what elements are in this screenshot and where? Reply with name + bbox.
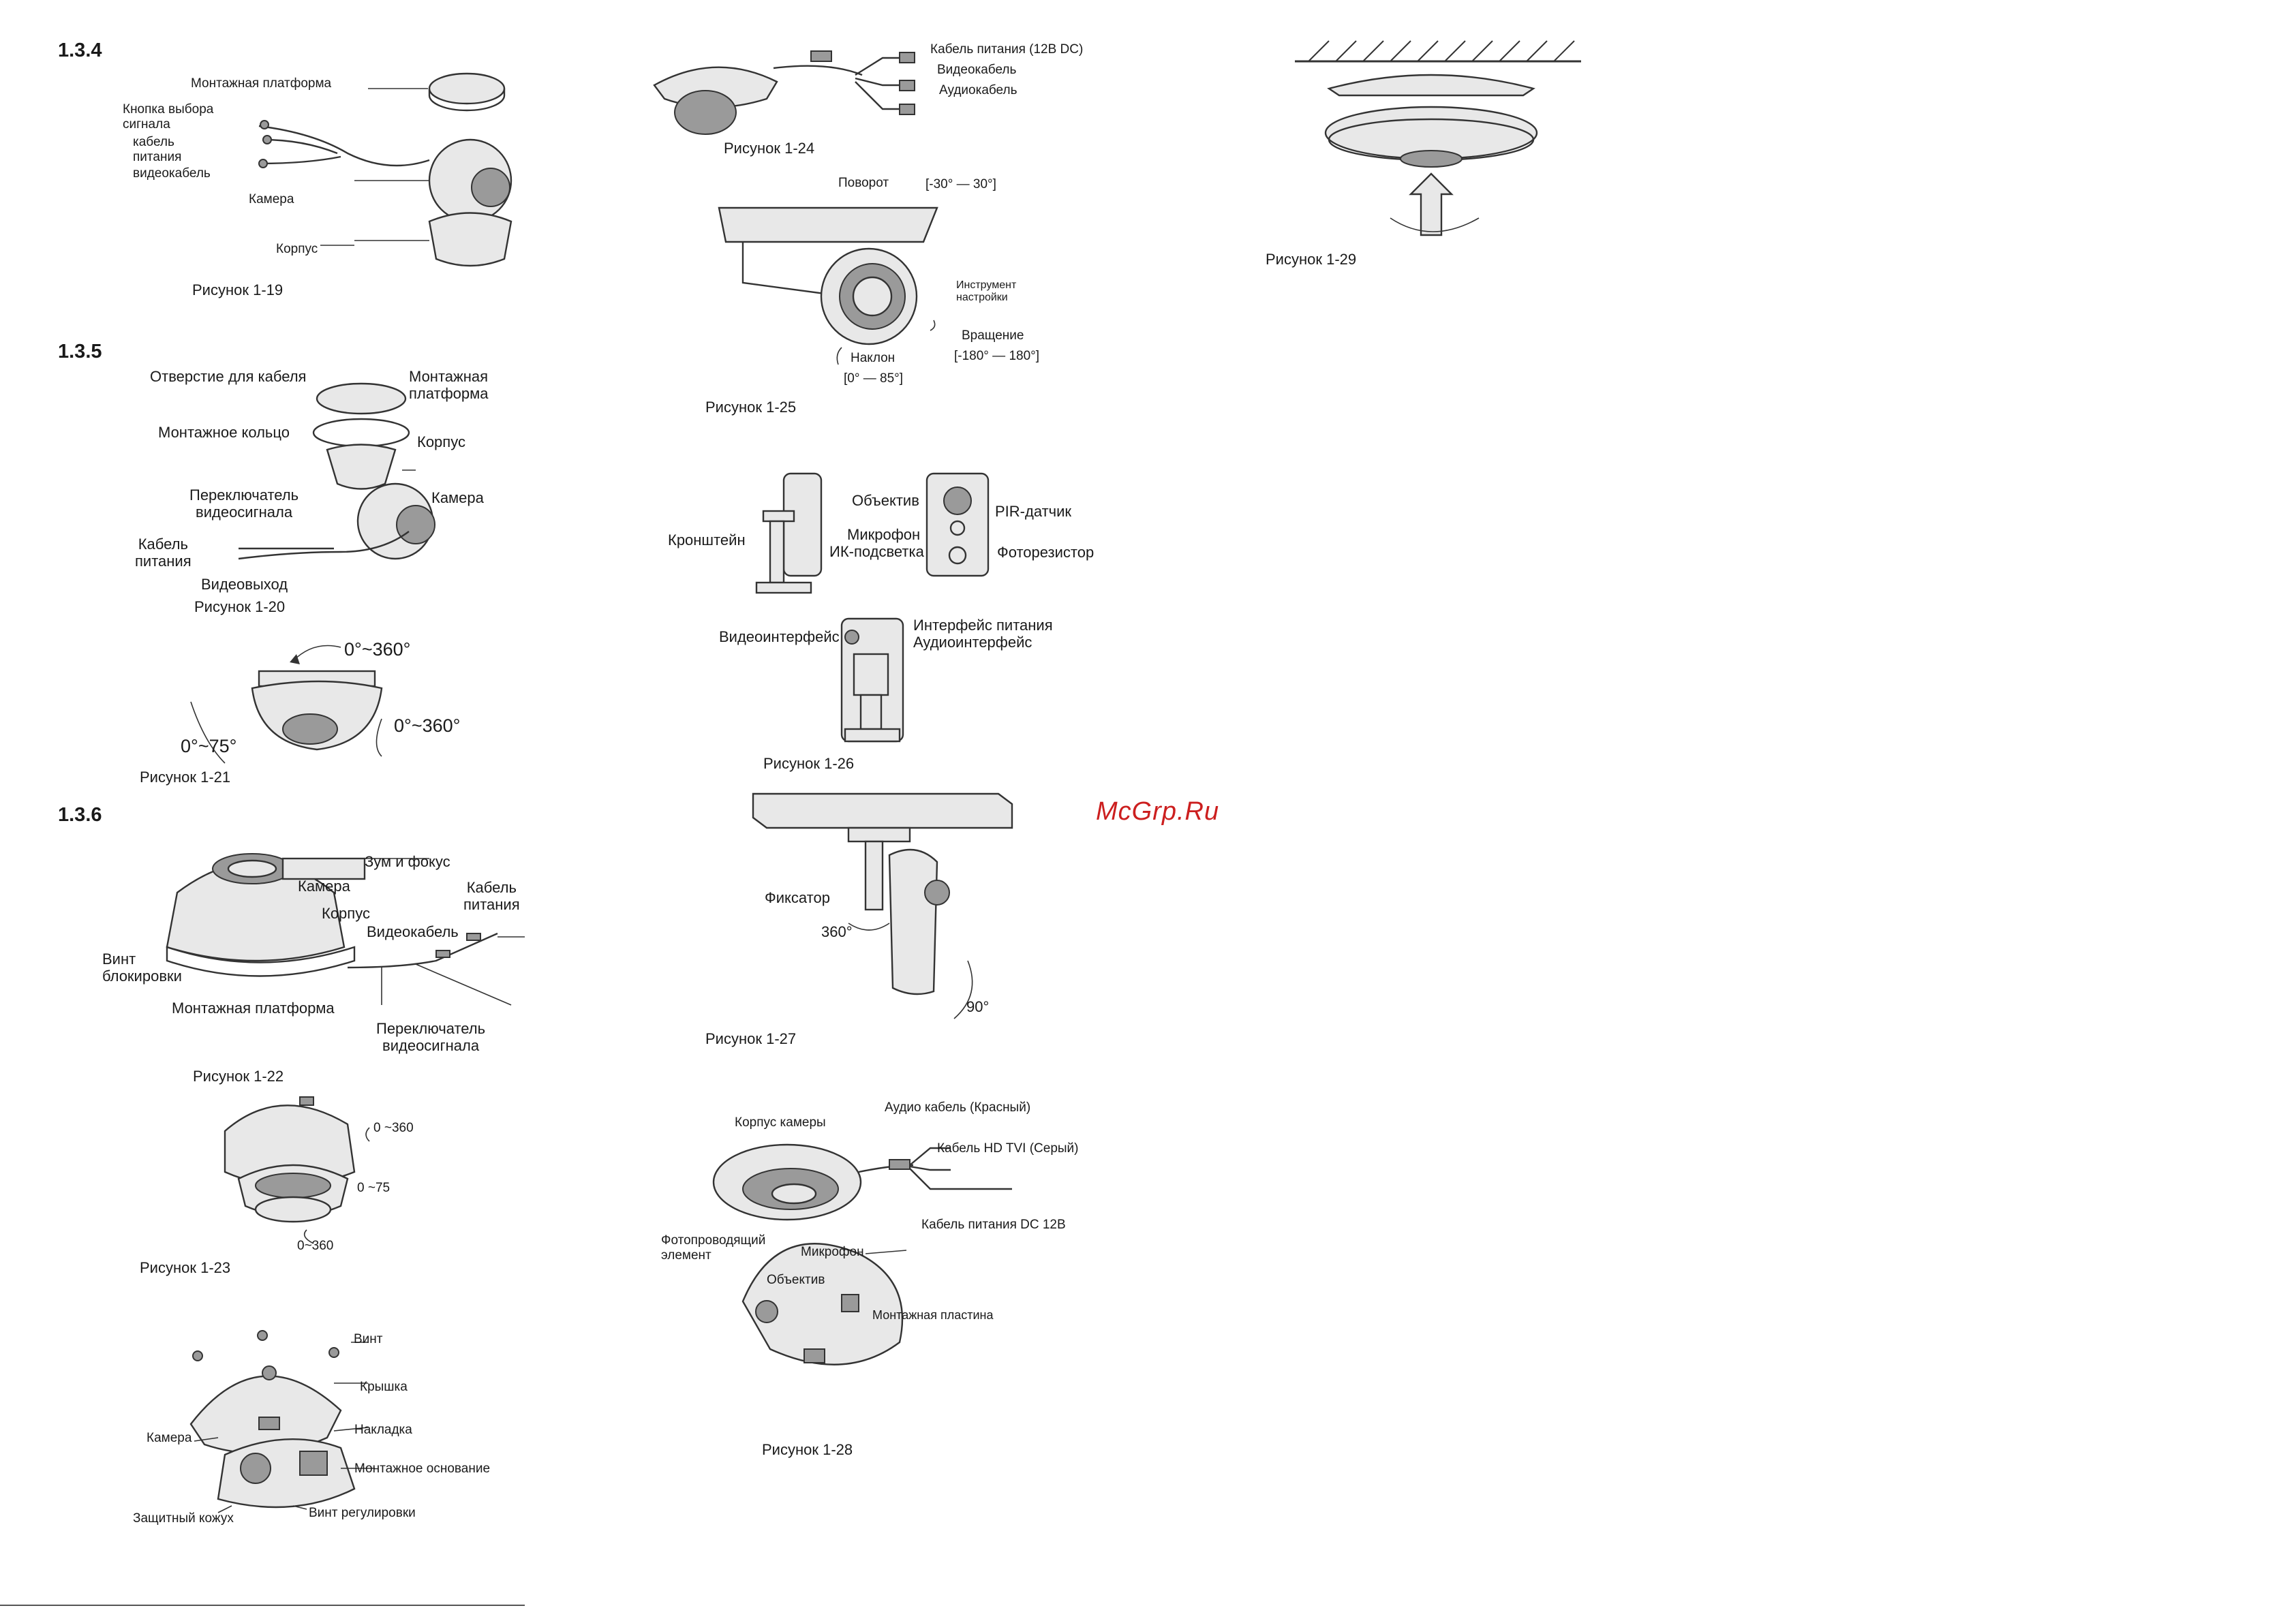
figure-1-23-drawing [224,1096,370,1244]
section-1-3-5: 1.3.5 [58,341,102,362]
label-camera-mini: Камера [147,1431,192,1445]
label-cover: Крышка [360,1380,408,1394]
label-mount-base: Монтажное основание [354,1462,491,1476]
caption-fig-1-24: Рисунок 1-24 [724,140,815,157]
label-overlay: Накладка [354,1423,412,1437]
label-video-switch: Переключатель видеосигнала [189,486,299,521]
label-rot-1-21: 0°~360° [394,715,461,736]
label-video-cable-1-22: Видеокабель [367,923,459,940]
mini-dome-exploded-drawing [189,1330,375,1513]
label-lens-1-26: Объектив [852,492,919,509]
label-housing-1-20: Корпус [417,433,465,450]
caption-fig-1-25: Рисунок 1-25 [705,399,797,416]
label-pan-1-23: 0 ~360 [373,1121,414,1135]
label-tilt-1-25: Наклон [851,351,896,365]
figure-1-21-drawing [190,645,383,764]
label-tool: Инструмент настройки [956,279,1017,304]
figure-1-22-drawing [166,853,525,1006]
label-90: 90° [966,998,990,1015]
figure-1-20-drawing [238,382,435,560]
label-mic-1-28: Микрофон [801,1245,864,1259]
label-body-1-28: Корпус камеры [735,1115,826,1130]
label-adjust-screw: Винт регулировки [309,1506,416,1520]
caption-fig-1-29: Рисунок 1-29 [1266,251,1357,268]
label-hdtvi: Кабель HD TVI (Серый) [937,1141,1079,1156]
label-mic-1-26: Микрофон [847,526,921,543]
label-360-1-27: 360° [821,923,853,940]
label-housing: Корпус [276,242,318,256]
label-lock-screw: Винт блокировки [102,950,182,985]
section-1-3-4: 1.3.4 [58,40,102,61]
label-camera-1-22: Камера [298,878,350,895]
label-mount-platform: Монтажная платформа [409,368,489,403]
label-switch-1-22: Переключатель видеосигнала [376,1020,486,1055]
label-mount-ring: Монтажное кольцо [158,424,290,441]
label-platform: Монтажная платформа [191,76,332,91]
label-pan-range: [-30° — 30°] [925,177,996,191]
label-bracket: Кронштейн [668,531,746,548]
label-power-1-28: Кабель питания DC 12В [921,1218,1066,1232]
label-platform-1-22: Монтажная платформа [172,1000,335,1017]
label-pir: PIR-датчик [995,503,1072,520]
label-audio-1-28: Аудио кабель (Красный) [885,1100,1031,1115]
figure-1-27-drawing [752,792,1013,1019]
label-ir: ИК-подсветка [829,543,924,560]
caption-fig-1-20: Рисунок 1-20 [194,598,286,615]
caption-fig-1-27: Рисунок 1-27 [705,1030,797,1047]
label-shield: Защитный кожух [133,1511,234,1526]
label-camera: Камера [249,192,294,206]
label-lock: Фиксатор [765,889,830,906]
label-power-cable: кабель питания [133,135,182,164]
label-tilt-range: [0° — 85°] [844,371,904,386]
label-power-if: Интерфейс питания [913,617,1053,634]
caption-fig-1-26: Рисунок 1-26 [763,755,855,772]
figure-1-19-drawing [258,72,512,267]
caption-fig-1-19: Рисунок 1-19 [192,281,284,298]
caption-fig-1-21: Рисунок 1-21 [140,769,231,786]
label-rot-range: [-180° — 180°] [954,349,1040,363]
figure-1-24-drawing [653,50,915,135]
label-photoresistor: Фоторезистор [997,544,1095,561]
label-rotation: Вращение [962,328,1024,343]
caption-fig-1-23: Рисунок 1-23 [140,1259,231,1276]
label-video-1-24: Видеокабель [937,63,1017,77]
label-power-1-22: Кабель питания [463,879,520,914]
caption-fig-1-22: Рисунок 1-22 [193,1068,284,1085]
figure-1-26-drawing [755,472,990,743]
caption-fig-1-28: Рисунок 1-28 [762,1441,853,1458]
label-video-out: Видеовыход [201,576,288,593]
label-power-1-24: Кабель питания (12В DC) [930,42,1084,57]
label-power-1-20: Кабель питания [135,536,192,570]
label-signal-button: Кнопка выбора сигнала [123,102,214,132]
label-pan-1-25: Поворот [838,176,889,190]
label-mount-plate: Монтажная пластина [872,1308,994,1322]
label-tilt-1-21: 0°~75° [181,736,237,756]
label-video-cable: видеокабель [133,166,211,181]
footer-rule [0,1605,525,1606]
label-zoom-focus: Зум и фокус [365,853,450,870]
label-pan-1-21: 0°~360° [344,639,411,660]
watermark: McGrp.Ru [1096,797,1220,826]
figure-1-28-drawing [712,1143,1012,1365]
label-video-if: Видеоинтерфейс [719,628,840,645]
label-camera-1-20: Камера [431,489,484,506]
label-cable-hole: Отверстие для кабеля [150,368,307,385]
section-1-3-6: 1.3.6 [58,804,102,826]
label-housing-1-22: Корпус [322,905,370,922]
figure-1-29-drawing [1295,40,1581,236]
figure-1-25-drawing [718,206,938,365]
label-photo-element: Фотопроводящий элемент [661,1233,766,1263]
label-lens-1-28: Объектив [767,1273,825,1287]
label-screw: Винт [354,1332,383,1346]
label-audio-1-24: Аудиокабель [939,83,1017,97]
label-tilt-1-23: 0 ~75 [357,1181,391,1195]
label-audio-if: Аудиоинтерфейс [913,634,1032,651]
label-rot-1-23: 0~360 [297,1239,334,1253]
